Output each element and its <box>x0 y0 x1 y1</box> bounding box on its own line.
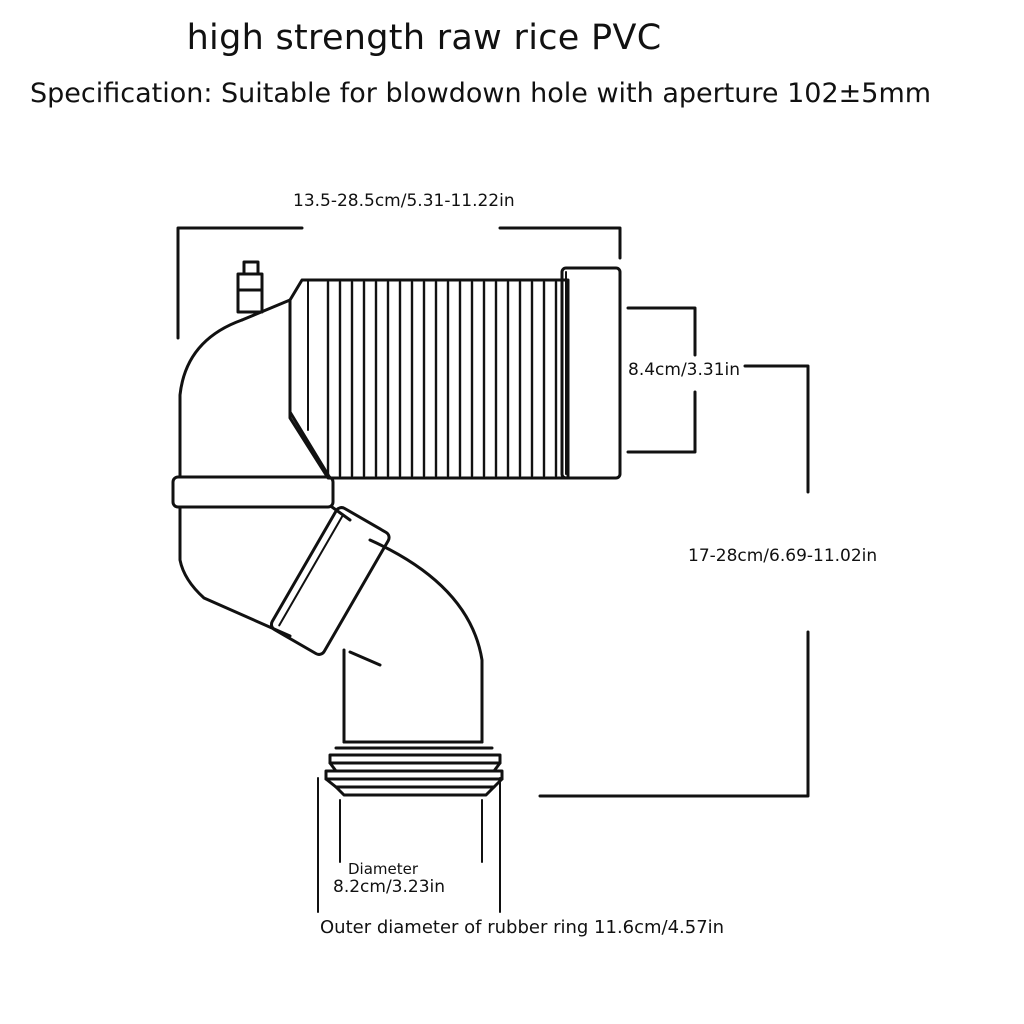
height-dimension-line <box>538 364 810 798</box>
socket-height-label: 8.4cm/3.31in <box>628 360 741 380</box>
outer-ring-label: Outer diameter of rubber ring 11.6cm/4.5… <box>320 917 725 938</box>
lower-elbow <box>178 505 484 744</box>
diameter-label: 8.2cm/3.23in <box>333 877 446 897</box>
diameter-caption: Diameter <box>348 860 419 878</box>
coupling-ring <box>171 475 335 509</box>
height-label: 17-28cm/6.69-11.02in <box>688 546 878 566</box>
diameter-guides <box>317 777 501 913</box>
product-title: high strength raw rice PVC <box>186 18 662 58</box>
corrugated-hose <box>288 278 570 480</box>
hose-socket <box>560 266 622 480</box>
specification-text: Specification: Suitable for blowdown hol… <box>30 78 932 109</box>
length-label: 13.5-28.5cm/5.31-11.22in <box>293 191 515 211</box>
rubber-ring <box>324 740 504 797</box>
length-dimension-line <box>176 226 622 340</box>
socket-height-dimension-line <box>626 306 697 454</box>
